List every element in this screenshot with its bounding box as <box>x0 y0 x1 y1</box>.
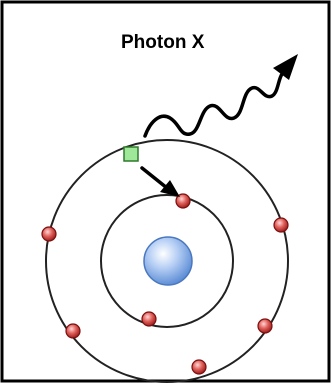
wavy-arrow-icon <box>143 54 298 138</box>
square-marker-icon <box>123 146 139 162</box>
electron-icon <box>141 311 157 327</box>
electron-icon <box>175 193 191 209</box>
electrons <box>41 193 289 375</box>
electron-icon <box>273 217 289 233</box>
electron-icon <box>191 359 207 375</box>
electron-jump-arrow-icon <box>140 166 180 197</box>
electron-icon <box>65 323 81 339</box>
outer-orbit <box>45 139 289 383</box>
electron-icon <box>41 226 57 242</box>
photon-label: Photon X <box>121 32 205 53</box>
electron-icon <box>257 318 273 334</box>
inner-orbit <box>100 194 234 328</box>
nucleus-icon <box>143 236 193 286</box>
